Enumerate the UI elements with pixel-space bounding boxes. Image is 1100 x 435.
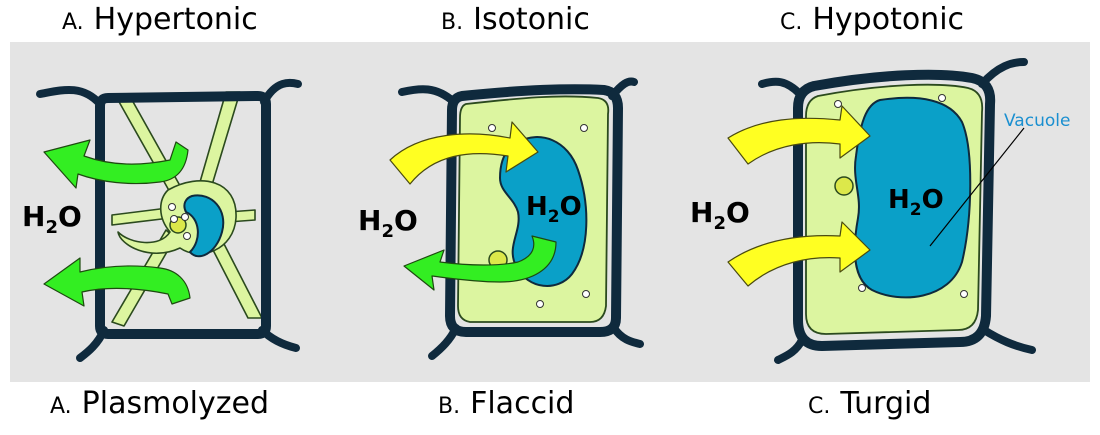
panel-c-letter-bottom: C. xyxy=(808,394,831,419)
arrow-water-in-lower xyxy=(727,221,871,287)
label-plasmolyzed: A. Plasmolyzed xyxy=(50,386,269,421)
panel-c-water-label: H2O xyxy=(690,196,750,234)
panel-a-state: Plasmolyzed xyxy=(81,386,270,421)
label-turgid: C. Turgid xyxy=(808,386,931,421)
cell-c-granule xyxy=(960,290,968,298)
label-isotonic: B. Isotonic xyxy=(441,2,590,37)
cell-b-granule xyxy=(582,290,590,298)
cell-b-granule xyxy=(536,300,544,308)
panel-c-condition: Hypotonic xyxy=(812,2,965,37)
panel-a-condition: Hypertonic xyxy=(93,2,258,37)
cell-a-granule xyxy=(181,213,189,221)
label-hypotonic: C. Hypotonic xyxy=(780,2,964,37)
panel-b-vacuole-label: H2O xyxy=(526,192,582,227)
arrow-water-out-lower xyxy=(43,257,191,307)
arrow-water-out xyxy=(403,235,557,291)
arrow-water-in xyxy=(389,121,539,185)
panel-a-letter: A. xyxy=(62,10,84,35)
panel-b-letter: B. xyxy=(441,10,464,35)
panel-b-letter-bottom: B. xyxy=(438,394,461,419)
label-flaccid: B. Flaccid xyxy=(438,386,574,421)
arrow-water-out-upper xyxy=(43,139,189,189)
cell-b-granule xyxy=(488,124,496,132)
cell-a-granule xyxy=(183,232,191,240)
vacuole-pointer-line xyxy=(929,127,1025,247)
panel-c-state: Turgid xyxy=(840,386,932,421)
panel-a-letter-bottom: A. xyxy=(50,394,72,419)
cell-a: H2O xyxy=(22,78,302,362)
cell-c-vacuole xyxy=(853,96,972,299)
panel-c-letter: C. xyxy=(780,10,803,35)
cell-b-granule xyxy=(580,124,588,132)
cell-c-organelle xyxy=(834,176,854,196)
cell-a-vacuole xyxy=(183,194,225,258)
panel-b-water-label: H2O xyxy=(358,204,418,242)
cell-c-granule xyxy=(938,94,946,102)
label-hypertonic: A. Hypertonic xyxy=(62,2,258,37)
vacuole-annotation: Vacuole xyxy=(1004,111,1070,131)
cell-c-granule xyxy=(858,284,866,292)
panel-b-state: Flaccid xyxy=(470,386,575,421)
panel-c-vacuole-label: H2O xyxy=(888,185,944,220)
arrow-water-in-upper xyxy=(727,105,871,165)
cell-b: H2O H2O xyxy=(358,77,644,360)
panel-a-water-label: H2O xyxy=(22,200,82,238)
cell-a-granule xyxy=(170,215,178,223)
cell-c-granule xyxy=(834,100,842,108)
panel-b-condition: Isotonic xyxy=(473,2,590,37)
cell-c: H2O H2O Vacuole xyxy=(690,58,1070,364)
cell-a-granule xyxy=(168,203,176,211)
